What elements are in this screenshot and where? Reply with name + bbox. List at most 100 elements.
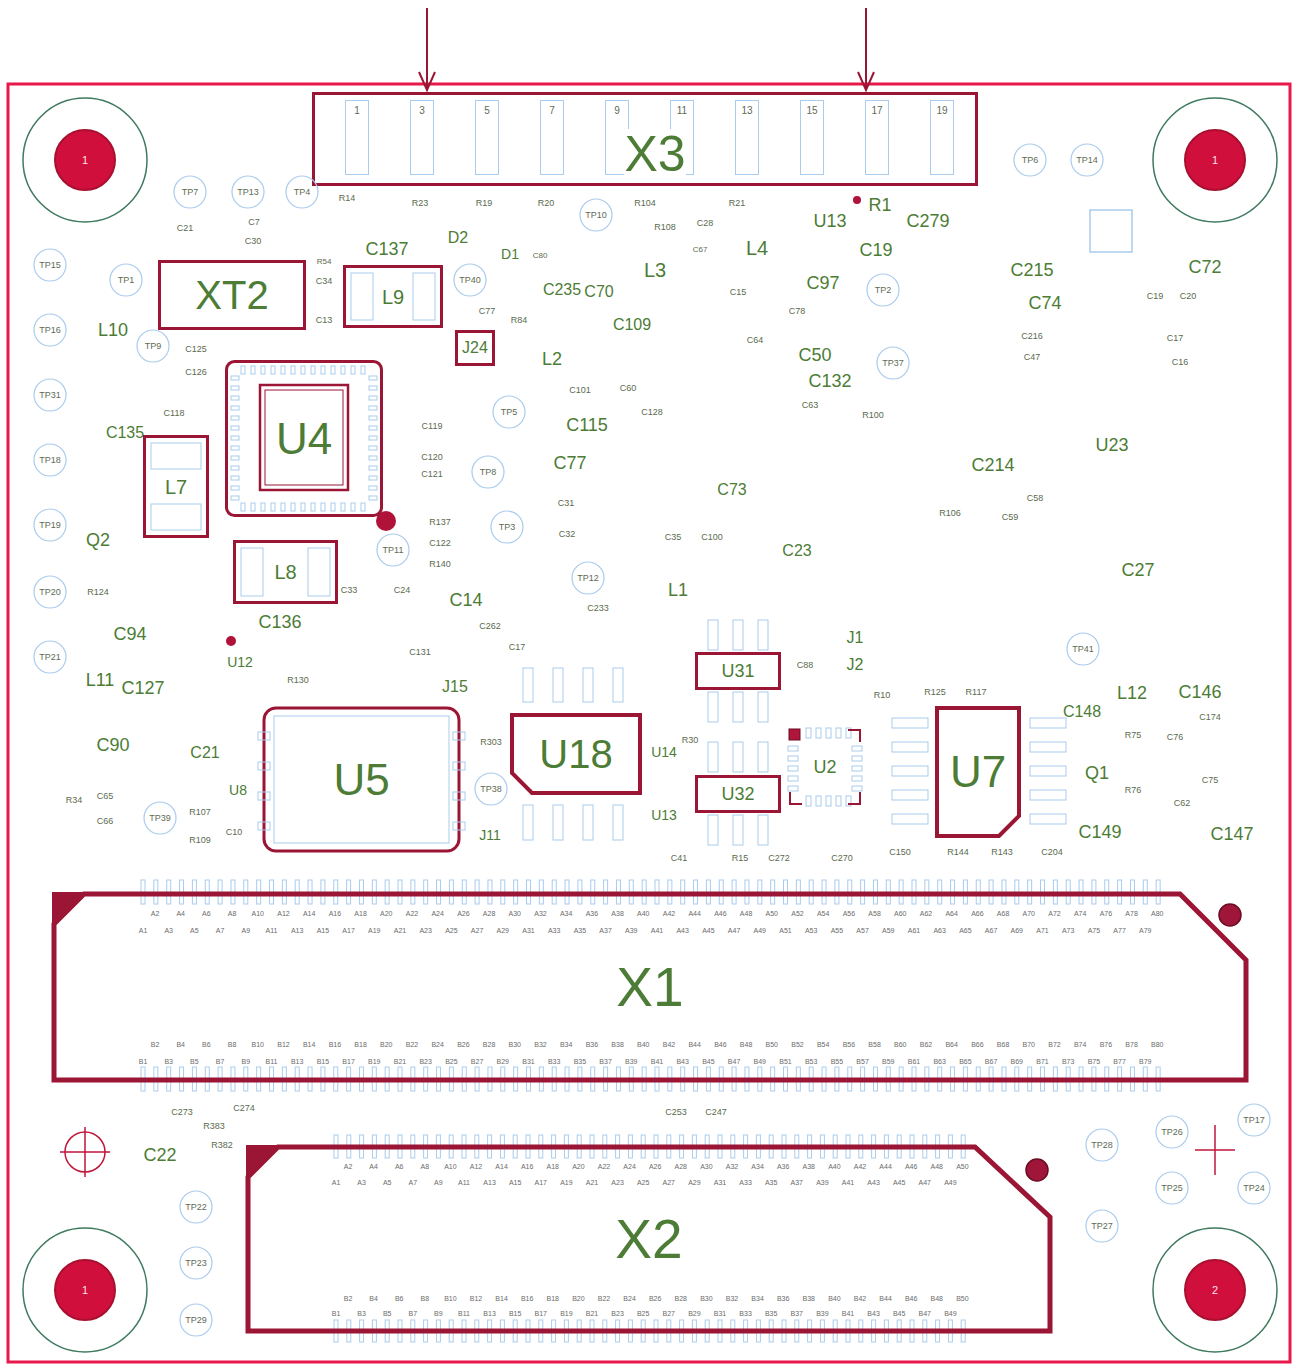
test-point: TP4	[285, 175, 319, 209]
pad-outline	[826, 796, 831, 806]
part-label: C27	[1121, 561, 1154, 579]
pin-number: A52	[791, 910, 803, 917]
pin-number: A48	[931, 1163, 943, 1170]
pin1-dot	[1026, 1159, 1048, 1181]
part-label: C273	[171, 1108, 193, 1117]
part-label: D1	[501, 247, 519, 261]
test-point-ring	[1156, 1116, 1188, 1148]
pad-outline	[453, 792, 465, 800]
part-label: C88	[797, 661, 814, 670]
part-label: C147	[1210, 825, 1253, 843]
part-label: C22	[143, 1146, 176, 1164]
pad-outline	[369, 396, 377, 400]
part-label: U13	[813, 212, 846, 230]
test-point: TP2	[866, 273, 900, 307]
pin-number: B77	[1113, 1058, 1125, 1065]
test-point-ring	[580, 199, 612, 231]
part-label: R137	[429, 518, 451, 527]
test-point: TP1	[109, 263, 143, 297]
part-label: C17	[509, 643, 526, 652]
pin-number: A31	[522, 927, 534, 934]
pad-outline	[369, 426, 377, 430]
pin-number: A77	[1113, 927, 1125, 934]
pin-number: B48	[740, 1041, 752, 1048]
pad-outline	[281, 366, 285, 374]
pin-number: B36	[586, 1041, 598, 1048]
pin-number: B15	[509, 1310, 521, 1317]
test-point: TP19	[33, 508, 67, 542]
component-outline: U31	[695, 652, 781, 690]
pin-number: B61	[908, 1058, 920, 1065]
pad-outline	[291, 503, 295, 511]
pin-number: B27	[663, 1310, 675, 1317]
pin-number: B46	[714, 1041, 726, 1048]
part-label: C23	[782, 543, 811, 559]
part-label: C109	[613, 317, 651, 333]
pin-number: A12	[277, 910, 289, 917]
pin-number: B32	[534, 1041, 546, 1048]
pin-number: B37	[791, 1310, 803, 1317]
pin-number: A76	[1100, 910, 1112, 917]
part-label: C7	[248, 218, 260, 227]
part-label: C13	[316, 316, 333, 325]
part-label: C47	[1024, 353, 1041, 362]
test-point-ring	[493, 396, 525, 428]
part-label: C35	[665, 533, 682, 542]
pin-number: A47	[919, 1179, 931, 1186]
part-label: C126	[185, 368, 207, 377]
part-label: L2	[542, 350, 562, 368]
pin1-dot	[853, 196, 861, 204]
part-label: C78	[789, 307, 806, 316]
part-label: C253	[665, 1108, 687, 1117]
test-point: TP5	[492, 395, 526, 429]
ref-designator: TP1	[118, 276, 135, 285]
pin-number: A13	[483, 1179, 495, 1186]
ref-designator: J24	[462, 340, 488, 356]
part-label: C115	[566, 416, 608, 434]
pin-number: A7	[216, 927, 225, 934]
part-label: C75	[1202, 776, 1219, 785]
pad-outline	[733, 742, 743, 772]
pin-number: B7	[409, 1310, 418, 1317]
pin-number: A39	[625, 927, 637, 934]
part-label: C19	[859, 241, 892, 259]
test-point: TP15	[33, 248, 67, 282]
ref-designator: TP27	[1091, 1222, 1113, 1231]
pin-number: B19	[560, 1310, 572, 1317]
part-label: Q1	[1085, 764, 1109, 782]
pad-outline	[892, 718, 928, 728]
pad-outline	[788, 776, 798, 781]
pin-number: A75	[1088, 927, 1100, 934]
part-label: C67	[693, 246, 708, 254]
pin-number: B30	[509, 1041, 521, 1048]
ref-designator: 9	[614, 106, 620, 116]
ref-designator: TP5	[501, 408, 518, 417]
pad-outline	[892, 790, 928, 800]
pad-outline	[583, 668, 593, 702]
pin-number: A16	[521, 1163, 533, 1170]
pad-outline	[852, 776, 862, 781]
pin-number: B25	[445, 1058, 457, 1065]
pin-number: A69	[1011, 927, 1023, 934]
part-label: R34	[66, 796, 83, 805]
pin-number: B24	[431, 1041, 443, 1048]
part-label: C62	[1174, 799, 1191, 808]
pin-number: A57	[856, 927, 868, 934]
pad-outline	[301, 366, 305, 374]
pin-number: A11	[266, 927, 278, 934]
part-label: C77	[479, 307, 496, 316]
ic-outline: U5	[258, 702, 465, 857]
part-label: C233	[587, 604, 609, 613]
pad-outline	[1030, 790, 1066, 800]
ref-designator: TP41	[1072, 645, 1094, 654]
pad-outline	[231, 396, 239, 400]
part-label: R21	[729, 199, 746, 208]
pin-number: B5	[190, 1058, 199, 1065]
pad-outline	[231, 476, 239, 480]
test-point-ring	[572, 562, 604, 594]
ref-designator: TP10	[585, 211, 607, 220]
part-label: C148	[1063, 704, 1101, 720]
pad-outline	[251, 366, 255, 374]
pin-number: B16	[329, 1041, 341, 1048]
pin-number: B14	[303, 1041, 315, 1048]
